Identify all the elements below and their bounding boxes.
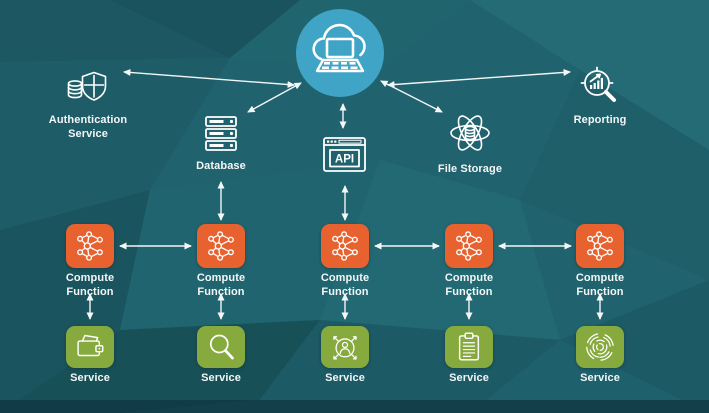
- compute-box: [576, 224, 624, 268]
- file-storage-node: File Storage: [420, 107, 520, 177]
- network-nodes-icon: [77, 231, 103, 261]
- compute-function-node-4: Compute Function: [433, 224, 505, 300]
- compute-function-label: Compute Function: [444, 272, 494, 298]
- compute-box: [321, 224, 369, 268]
- database-node: Database: [171, 112, 271, 174]
- service-node-3: Service: [309, 326, 381, 386]
- service-label: Service: [201, 372, 241, 384]
- file-storage-label: File Storage: [437, 163, 503, 175]
- compute-function-label: Compute Function: [65, 272, 115, 298]
- search-icon: [209, 334, 234, 360]
- compute-function-label: Compute Function: [575, 272, 625, 298]
- service-label: Service: [325, 372, 365, 384]
- compute-function-node-3: Compute Function: [309, 224, 381, 300]
- service-node-4: Service: [433, 326, 505, 386]
- service-node-5: Service: [564, 326, 636, 386]
- service-box: [66, 326, 114, 368]
- service-node-1: Service: [54, 326, 126, 386]
- api-browser-icon: API: [322, 137, 366, 172]
- service-label: Service: [449, 372, 489, 384]
- cloud-hub-node: [296, 9, 384, 97]
- clipboard-icon: [458, 332, 480, 361]
- service-box: [197, 326, 245, 368]
- service-box: [445, 326, 493, 368]
- magnifier-chart-icon: [580, 66, 616, 102]
- shield-coins-icon: [67, 71, 107, 101]
- atom-database-icon: [450, 115, 490, 151]
- compute-box: [197, 224, 245, 268]
- service-label: Service: [580, 372, 620, 384]
- cloud-laptop-icon: [296, 9, 384, 97]
- network-nodes-icon: [587, 231, 613, 261]
- compute-function-node-1: Compute Function: [54, 224, 126, 300]
- compute-function-node-2: Compute Function: [185, 224, 257, 300]
- auth-service-node: Authentication Service: [28, 64, 148, 142]
- service-box: [576, 326, 624, 368]
- service-box: [321, 326, 369, 368]
- reporting-label: Reporting: [573, 114, 627, 126]
- user-target-icon: [333, 336, 357, 360]
- compute-box: [445, 224, 493, 268]
- api-icon-text: API: [334, 154, 353, 166]
- compute-function-node-5: Compute Function: [564, 224, 636, 300]
- wallet-icon: [77, 334, 104, 357]
- network-nodes-icon: [456, 231, 482, 261]
- compute-function-label: Compute Function: [320, 272, 370, 298]
- network-nodes-icon: [208, 231, 234, 261]
- reporting-node: Reporting: [550, 64, 650, 128]
- api-node: API: [294, 131, 394, 178]
- service-label: Service: [70, 372, 110, 384]
- network-nodes-icon: [332, 231, 358, 261]
- server-icon: [205, 116, 237, 151]
- service-node-2: Service: [185, 326, 257, 386]
- swirl-icon: [586, 333, 614, 361]
- auth-service-label: Authentication Service: [48, 114, 128, 140]
- compute-function-label: Compute Function: [196, 272, 246, 298]
- database-label: Database: [196, 160, 246, 172]
- compute-box: [66, 224, 114, 268]
